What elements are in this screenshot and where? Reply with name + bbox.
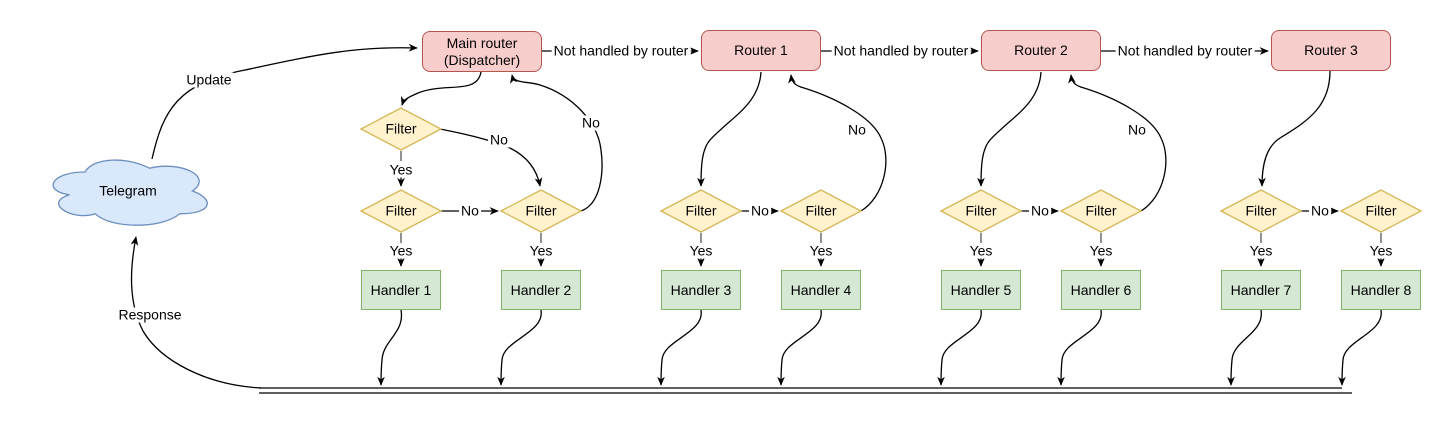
filter-diamond (1219, 189, 1303, 233)
yes-label: Yes (687, 242, 715, 259)
router-1-label: Router 1 (734, 42, 788, 58)
filter-diamond (939, 189, 1023, 233)
router3-to-filter-edge (1258, 70, 1331, 187)
filter1a-no-curve-edge (439, 128, 543, 187)
yes-label: Yes (807, 242, 835, 259)
filter-diamond (1059, 189, 1143, 233)
router-2-label: Router 2 (1014, 42, 1068, 58)
handler-label: Handler 3 (670, 282, 732, 298)
not-handled-label-2: Not handled by router (831, 42, 971, 59)
handler-node-6: Handler 6 (1061, 270, 1141, 310)
handler-node-8: Handler 8 (1341, 270, 1421, 310)
yes-label: Yes (1087, 242, 1115, 259)
filter-diamonds (359, 107, 1423, 233)
response-edge (130, 236, 262, 389)
handler-label: Handler 2 (510, 282, 572, 298)
yes-label: Yes (527, 242, 555, 259)
handler-label: Handler 7 (1230, 282, 1292, 298)
no-label: No (1309, 202, 1331, 219)
filter-diamond (779, 189, 863, 233)
router-2-node: Router 2 (981, 30, 1101, 71)
filter-diamond (659, 189, 743, 233)
filter-label: Filter (1245, 202, 1277, 219)
yes-label: Yes (1247, 242, 1275, 259)
no-label: No (1126, 121, 1148, 138)
dispatcher-node: Main router (Dispatcher) (422, 31, 542, 72)
handler-node-2: Handler 2 (501, 270, 581, 310)
update-edge (151, 43, 418, 160)
handler-label: Handler 5 (950, 282, 1012, 298)
filter-diamond (499, 189, 583, 233)
router-3-label: Router 3 (1304, 42, 1358, 58)
dispatcher-sublabel: (Dispatcher) (443, 51, 521, 68)
yes-label: Yes (387, 242, 415, 259)
filter-label: Filter (1365, 202, 1397, 219)
handler2-to-bus-edge (497, 309, 542, 386)
update-edge-label: Update (184, 71, 234, 88)
yes-stubs (400, 151, 1382, 243)
handler-label: Handler 4 (790, 282, 852, 298)
yes-label: Yes (967, 242, 995, 259)
response-edge-label: Response (116, 306, 184, 323)
filter-label: Filter (385, 120, 417, 137)
handler-label: Handler 8 (1350, 282, 1412, 298)
handler6-to-bus-edge (1057, 309, 1102, 386)
no-label: No (749, 202, 771, 219)
handler5-to-bus-edge (937, 309, 982, 386)
router1-to-filter-edge (697, 71, 762, 187)
handler-node-3: Handler 3 (661, 270, 741, 310)
filter-label: Filter (685, 202, 717, 219)
dispatcher-label: Main router (446, 34, 518, 51)
filter-label: Filter (385, 202, 417, 219)
filter-label: Filter (965, 202, 997, 219)
handler1-to-bus-edge (377, 309, 403, 386)
no-label: No (1029, 202, 1051, 219)
dispatcher-to-filter-edge (400, 71, 482, 106)
handler7-to-bus-edge (1227, 309, 1262, 386)
filter-diamond (359, 189, 443, 233)
handler8-to-bus-edge (1338, 309, 1382, 386)
router-1-node: Router 1 (701, 30, 821, 71)
filter-diamond (1339, 189, 1423, 233)
not-handled-label-1: Not handled by router (551, 42, 691, 59)
no-label: No (580, 114, 602, 131)
no-label: No (488, 131, 510, 148)
handler-label: Handler 1 (370, 282, 432, 298)
handler3-to-bus-edge (657, 309, 702, 386)
handler-label: Handler 6 (1070, 282, 1132, 298)
router2-to-filter-edge (977, 71, 1042, 187)
filter-label: Filter (1085, 202, 1117, 219)
yes-label: Yes (387, 161, 415, 178)
filter3b-return-no-edge (1068, 74, 1167, 212)
router-3-node: Router 3 (1271, 30, 1391, 71)
telegram-cloud (52, 159, 208, 226)
not-handled-label-3: Not handled by router (1115, 42, 1255, 59)
handler-node-1: Handler 1 (361, 270, 441, 310)
filter1c-return-no-edge (510, 74, 603, 212)
handler-node-7: Handler 7 (1221, 270, 1301, 310)
handler-node-5: Handler 5 (941, 270, 1021, 310)
filter-diamond (359, 107, 443, 151)
handler-node-4: Handler 4 (781, 270, 861, 310)
filter2b-return-no-edge (788, 74, 887, 212)
filter-label: Filter (525, 202, 557, 219)
yes-label: Yes (1367, 242, 1395, 259)
telegram-cloud-label: Telegram (99, 182, 157, 199)
no-label: No (846, 121, 868, 138)
no-label: No (459, 202, 481, 219)
handler4-to-bus-edge (777, 309, 822, 386)
filter-label: Filter (805, 202, 837, 219)
